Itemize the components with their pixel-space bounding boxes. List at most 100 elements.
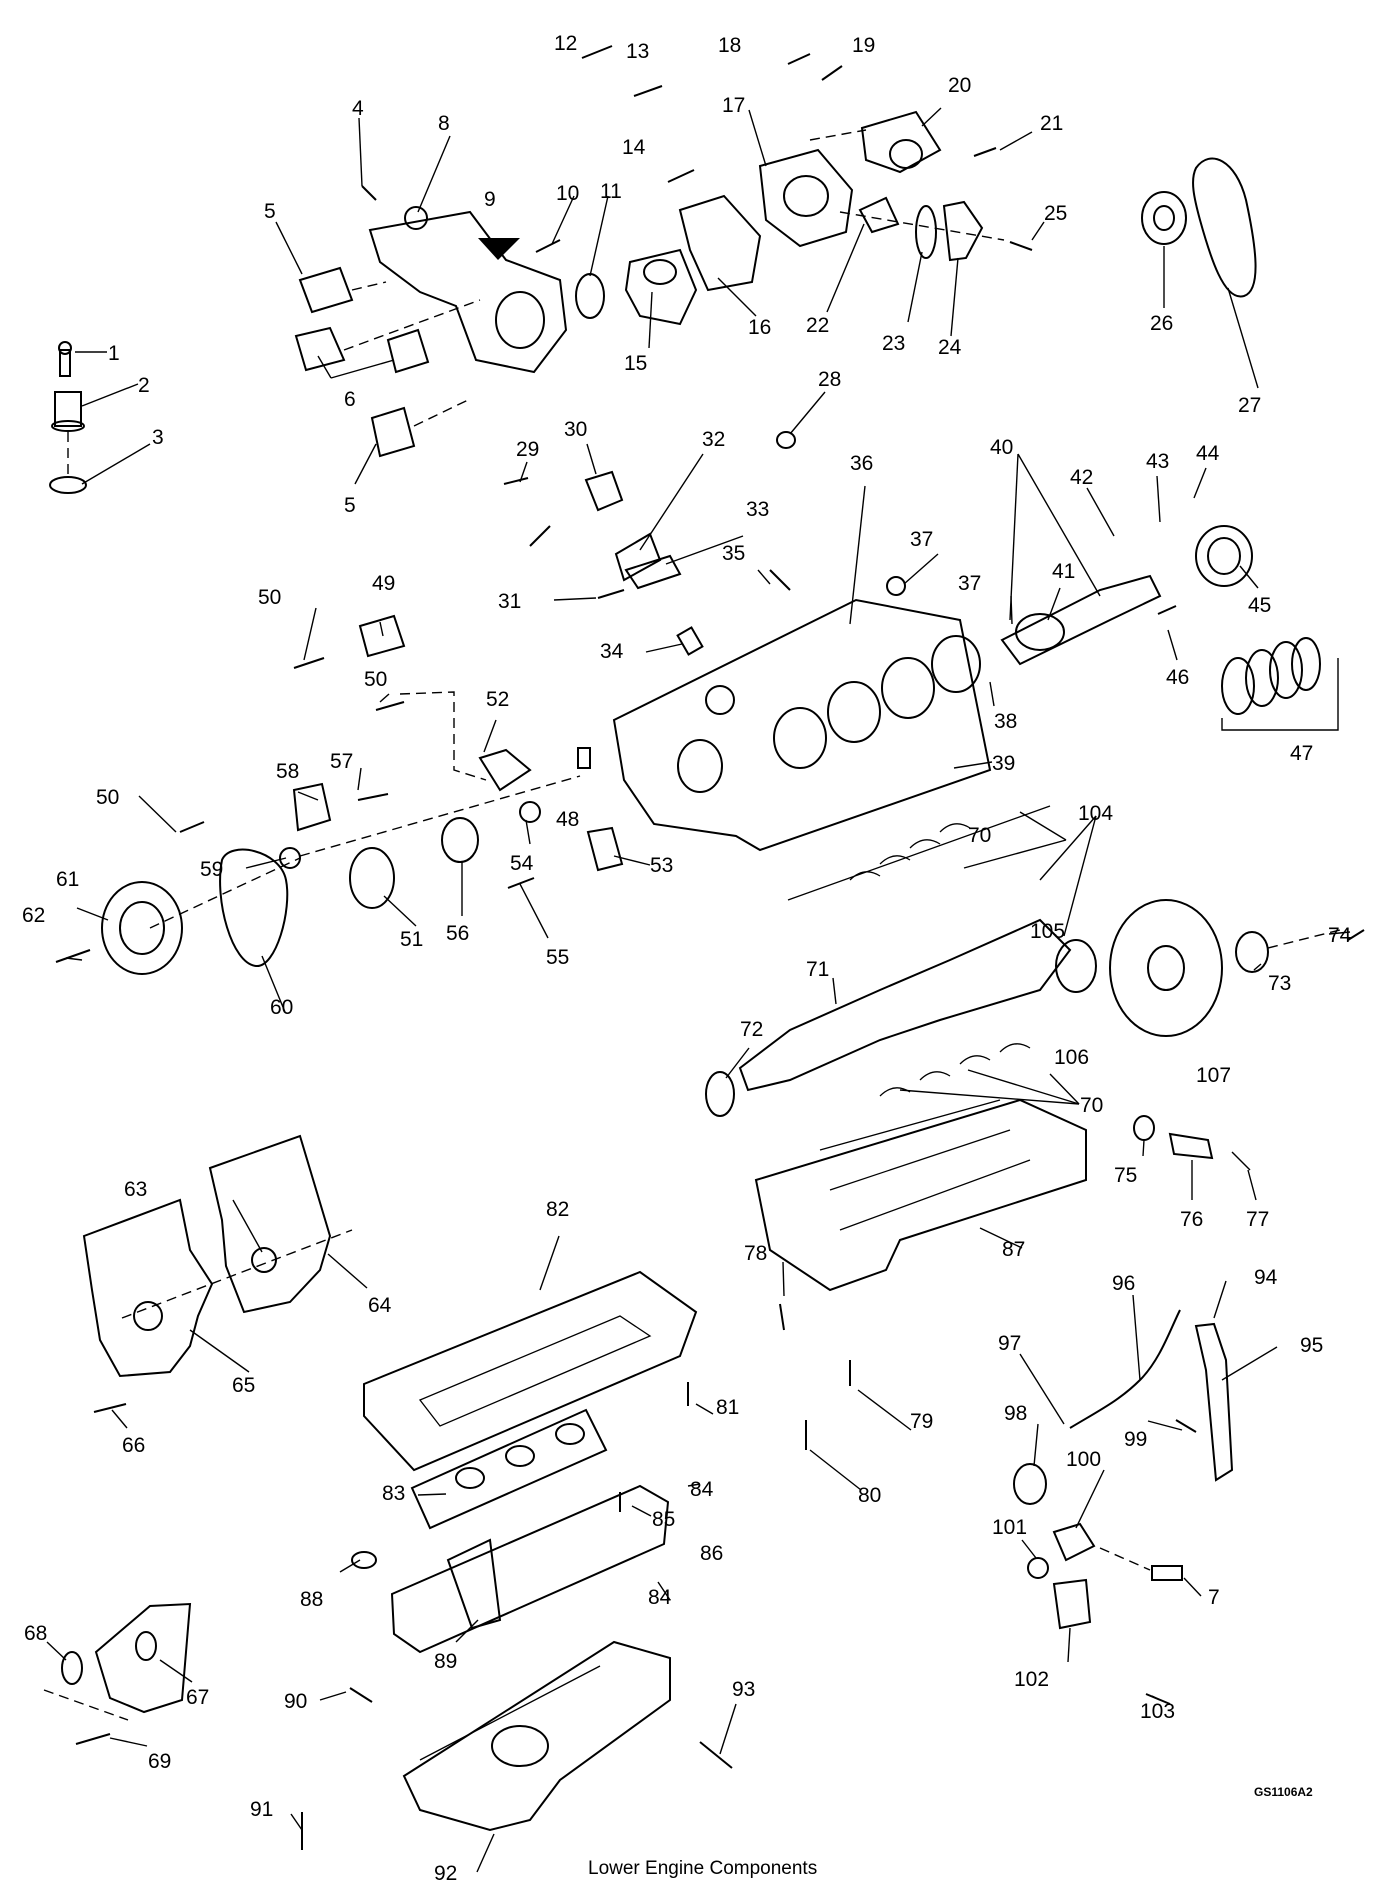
callout-38-upper: 37 bbox=[958, 572, 981, 595]
front-bracket-assembly bbox=[294, 206, 568, 458]
callout-106: 106 bbox=[1054, 1046, 1089, 1069]
callout-75: 75 bbox=[1114, 1164, 1137, 1187]
callout-7: 7 bbox=[1208, 1586, 1220, 1609]
callout-104: 104 bbox=[1078, 802, 1113, 825]
callout-71: 71 bbox=[806, 958, 829, 981]
callout-18: 18 bbox=[718, 34, 741, 57]
callout-4: 4 bbox=[352, 97, 364, 120]
callout-8: 8 bbox=[438, 112, 450, 135]
pulley-belt bbox=[1141, 157, 1257, 298]
callout-93: 93 bbox=[732, 1678, 755, 1701]
callout-25: 25 bbox=[1044, 202, 1067, 225]
callout-105: 105 bbox=[1030, 920, 1065, 943]
callout-88: 88 bbox=[300, 1588, 323, 1611]
thermostat-housing-assembly bbox=[758, 110, 1005, 262]
callout-37: 37 bbox=[910, 528, 933, 551]
callout-60: 60 bbox=[270, 996, 293, 1019]
callout-72: 72 bbox=[740, 1018, 763, 1041]
parts-drawing bbox=[43, 45, 1365, 1850]
callout-57: 57 bbox=[330, 750, 353, 773]
callout-67: 67 bbox=[186, 1686, 209, 1709]
callout-81: 81 bbox=[716, 1396, 739, 1419]
bearing-caps bbox=[410, 1408, 608, 1530]
callout-68: 68 bbox=[24, 1622, 47, 1645]
callout-91: 91 bbox=[250, 1798, 273, 1821]
callout-74: 74 bbox=[1328, 924, 1352, 947]
callout-87: 87 bbox=[1002, 1238, 1025, 1261]
callout-35: 35 bbox=[722, 542, 745, 565]
callout-99: 99 bbox=[1124, 1428, 1147, 1451]
callout-52: 52 bbox=[486, 688, 509, 711]
callout-85: 85 bbox=[652, 1508, 675, 1531]
callout-31: 31 bbox=[498, 590, 521, 613]
pan-gasket-frame bbox=[363, 1270, 698, 1472]
callout-63: 63 bbox=[124, 1178, 147, 1201]
callout-21: 21 bbox=[1040, 112, 1063, 135]
callout-76: 76 bbox=[1180, 1208, 1203, 1231]
callout-70-lower: 70 bbox=[1080, 1094, 1103, 1117]
callout-86: 86 bbox=[700, 1542, 723, 1565]
callout-51: 51 bbox=[400, 928, 423, 951]
figure-code: GS1106A2 bbox=[1254, 1785, 1313, 1799]
callout-46: 46 bbox=[1166, 666, 1189, 689]
callout-80: 80 bbox=[858, 1484, 881, 1507]
callout-29: 29 bbox=[516, 438, 539, 461]
callout-64: 64 bbox=[368, 1294, 392, 1317]
callout-11: 11 bbox=[600, 180, 622, 203]
callout-1: 1 bbox=[108, 342, 120, 365]
callout-97: 97 bbox=[998, 1332, 1021, 1355]
callout-70-upper: 70 bbox=[968, 824, 991, 847]
callout-27: 27 bbox=[1238, 394, 1261, 417]
callout-84-upper: 84 bbox=[690, 1478, 714, 1501]
piston-rod-assembly bbox=[1000, 525, 1339, 731]
callout-28: 28 bbox=[818, 368, 841, 391]
callout-30: 30 bbox=[564, 418, 587, 441]
callout-66: 66 bbox=[122, 1434, 145, 1457]
engine-block bbox=[612, 598, 992, 852]
callout-39: 39 bbox=[992, 752, 1015, 775]
callout-82: 82 bbox=[546, 1198, 569, 1221]
callout-50-c: 50 bbox=[96, 786, 119, 809]
callout-9: 9 bbox=[484, 188, 496, 211]
callout-6: 6 bbox=[344, 388, 356, 411]
callout-84-lower: 84 bbox=[648, 1586, 672, 1609]
callout-32: 32 bbox=[702, 428, 725, 451]
callout-49: 49 bbox=[372, 572, 395, 595]
crankshaft-assembly bbox=[705, 805, 1341, 1117]
callout-83: 83 bbox=[382, 1482, 405, 1505]
callout-96: 96 bbox=[1112, 1272, 1135, 1295]
callout-10: 10 bbox=[556, 182, 579, 205]
callout-26: 26 bbox=[1150, 312, 1173, 335]
callout-65: 65 bbox=[232, 1374, 255, 1397]
callout-19: 19 bbox=[852, 34, 875, 57]
callout-38-lower: 38 bbox=[994, 710, 1017, 733]
callout-36: 36 bbox=[850, 452, 873, 475]
callout-79: 79 bbox=[910, 1410, 933, 1433]
callout-62: 62 bbox=[22, 904, 45, 927]
callout-98: 98 bbox=[1004, 1402, 1027, 1425]
callout-94: 94 bbox=[1254, 1266, 1278, 1289]
dipstick-and-filter bbox=[1013, 1309, 1234, 1630]
callout-23: 23 bbox=[882, 332, 905, 355]
callout-42: 42 bbox=[1070, 466, 1093, 489]
callout-3: 3 bbox=[152, 426, 164, 449]
callout-24: 24 bbox=[938, 336, 962, 359]
upper-small-parts bbox=[584, 431, 906, 656]
callout-101: 101 bbox=[992, 1516, 1027, 1539]
callout-12: 12 bbox=[554, 32, 577, 55]
callout-43: 43 bbox=[1146, 450, 1169, 473]
callout-54: 54 bbox=[510, 852, 534, 875]
figure-caption: Lower Engine Components bbox=[588, 1858, 817, 1879]
callout-53: 53 bbox=[650, 854, 673, 877]
callout-20: 20 bbox=[948, 74, 971, 97]
callout-5-lower: 5 bbox=[344, 494, 356, 517]
water-pump-assembly bbox=[575, 194, 762, 326]
direction-arrow bbox=[478, 238, 520, 260]
callout-102: 102 bbox=[1014, 1668, 1049, 1691]
callout-44: 44 bbox=[1196, 442, 1220, 465]
callout-89: 89 bbox=[434, 1650, 457, 1673]
callout-69: 69 bbox=[148, 1750, 171, 1773]
oil-pan-gasket bbox=[351, 1484, 670, 1654]
front-cover bbox=[43, 1134, 353, 1721]
callout-47: 47 bbox=[1290, 742, 1313, 765]
